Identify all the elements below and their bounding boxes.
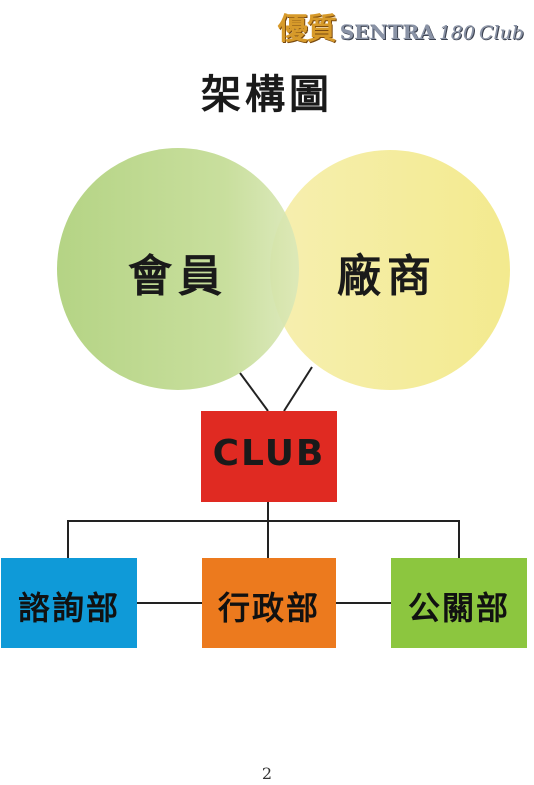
connector-members-club	[239, 372, 269, 412]
club-label: CLUB	[212, 433, 326, 474]
connector-branch-bar	[67, 520, 460, 558]
brand-sentra-text: SENTRA	[339, 20, 435, 44]
vendors-label: 廠商	[337, 251, 437, 302]
administration-box	[202, 558, 336, 648]
public-relations-label: 公關部	[407, 589, 510, 627]
consulting-box	[1, 558, 137, 648]
connector-vendors-club	[283, 366, 313, 412]
members-label: 會員	[128, 251, 228, 302]
brand-cjk-text: 優質	[277, 12, 337, 47]
club-box	[201, 411, 337, 502]
administration-label: 行政部	[217, 589, 320, 627]
vendors-circle	[270, 150, 510, 390]
brand-number-text: 180	[438, 22, 475, 44]
brand-club-text: Club	[478, 22, 524, 44]
consulting-label: 諮詢部	[17, 589, 120, 627]
page-title: 架構圖	[201, 72, 333, 118]
brand-logo: 優質 SENTRA 180 Club	[278, 4, 524, 48]
page-number: 2	[261, 764, 273, 783]
members-circle	[57, 148, 299, 390]
public-relations-box	[391, 558, 527, 648]
